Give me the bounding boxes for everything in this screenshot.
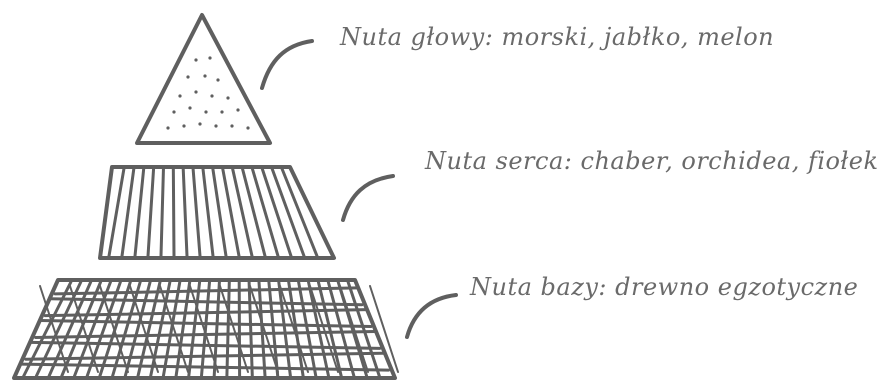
hatch-line (269, 282, 278, 376)
hatch-line (138, 282, 160, 376)
texture-dot (186, 75, 189, 78)
base-note-crosshatching (21, 282, 398, 376)
texture-dot (208, 56, 211, 59)
hatch-line (249, 282, 252, 376)
texture-dot (226, 96, 229, 99)
heart-note-label: Nuta serca: chaber, orchidea, fiołek (425, 149, 879, 173)
texture-dot (194, 58, 197, 61)
hatch-line (183, 169, 187, 256)
texture-dot (203, 74, 206, 77)
diagonal-hatch-line (220, 286, 248, 372)
texture-dot (194, 90, 197, 93)
base-note-connector (407, 295, 456, 337)
texture-dot (166, 126, 169, 129)
texture-dot (178, 94, 181, 97)
hatch-line (173, 169, 174, 256)
top-note-dots (166, 56, 249, 129)
heart-note-connector (343, 176, 393, 220)
hatch-line (148, 169, 154, 256)
base-note-tier (14, 280, 398, 378)
texture-dot (246, 126, 249, 129)
base-note-label: Nuta bazy: drewno egzotyczne (470, 275, 858, 299)
texture-dot (230, 124, 233, 127)
hatch-line (193, 169, 200, 256)
diagonal-hatch-line (130, 286, 158, 372)
hatch-line (309, 282, 329, 376)
texture-dot (214, 124, 217, 127)
top-note-connector (262, 41, 312, 88)
crosshatch-line (26, 353, 384, 359)
top-note-triangle (137, 15, 270, 143)
texture-dot (188, 106, 191, 109)
top-note-label: Nuta głowy: morski, jabłko, melon (340, 25, 774, 49)
texture-dot (210, 94, 213, 97)
texture-dot (182, 124, 185, 127)
heart-note-tier (100, 167, 334, 258)
hatch-line (318, 282, 341, 376)
texture-dot (204, 110, 207, 113)
texture-dot (198, 122, 201, 125)
hatch-line (135, 169, 144, 256)
hatch-line (203, 169, 213, 256)
hatch-line (161, 169, 163, 256)
hatch-line (122, 169, 134, 256)
texture-dot (172, 110, 175, 113)
texture-dot (220, 110, 223, 113)
top-note-tier (137, 15, 270, 143)
heart-note-hatching (109, 169, 317, 256)
hatch-line (202, 282, 210, 376)
hatch-line (227, 282, 229, 376)
texture-dot (236, 108, 239, 111)
texture-dot (216, 78, 219, 81)
hatch-line (243, 169, 265, 256)
hatch-line (125, 282, 150, 376)
hatch-line (279, 282, 291, 376)
